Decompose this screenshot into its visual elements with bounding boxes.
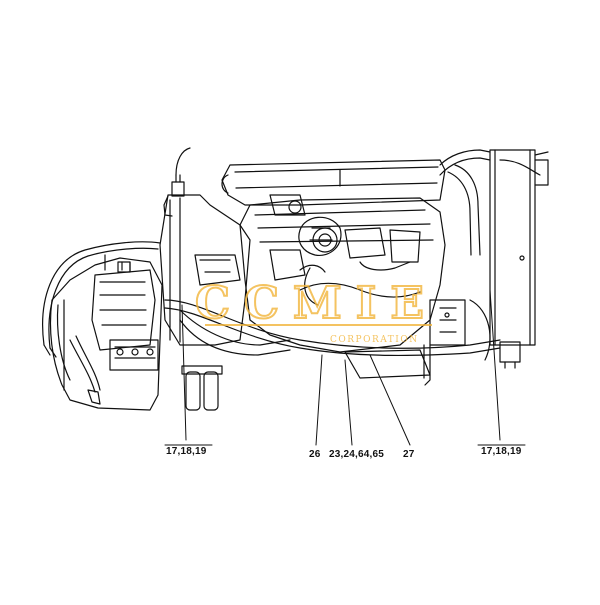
watermark-logo: CCMIE CORPORATION — [194, 277, 438, 345]
flywheel-housing — [49, 254, 163, 411]
watermark-brand: CCMIE — [195, 278, 438, 329]
radiator — [489, 149, 549, 369]
callout-26: 26 — [309, 449, 321, 460]
leader-lines — [164, 289, 526, 446]
dipstick-tube — [175, 147, 191, 176]
intake-manifold — [221, 159, 446, 216]
left-coolant-hose — [42, 241, 161, 358]
callout-left-17-18-19: 17,18,19 — [166, 446, 207, 457]
callout-23-24-64-65: 23,24,64,65 — [329, 449, 385, 460]
drain-hose — [69, 335, 101, 393]
fuel-filters — [181, 365, 223, 411]
expansion-tank — [429, 299, 466, 346]
callout-27: 27 — [403, 449, 415, 460]
turbocharger — [298, 216, 342, 306]
oil-pan — [344, 349, 431, 379]
gearbox — [159, 174, 251, 346]
watermark-subtitle: CORPORATION — [330, 335, 419, 345]
callout-right-17-18-19: 17,18,19 — [481, 446, 522, 457]
upper-radiator-hose — [439, 149, 491, 256]
